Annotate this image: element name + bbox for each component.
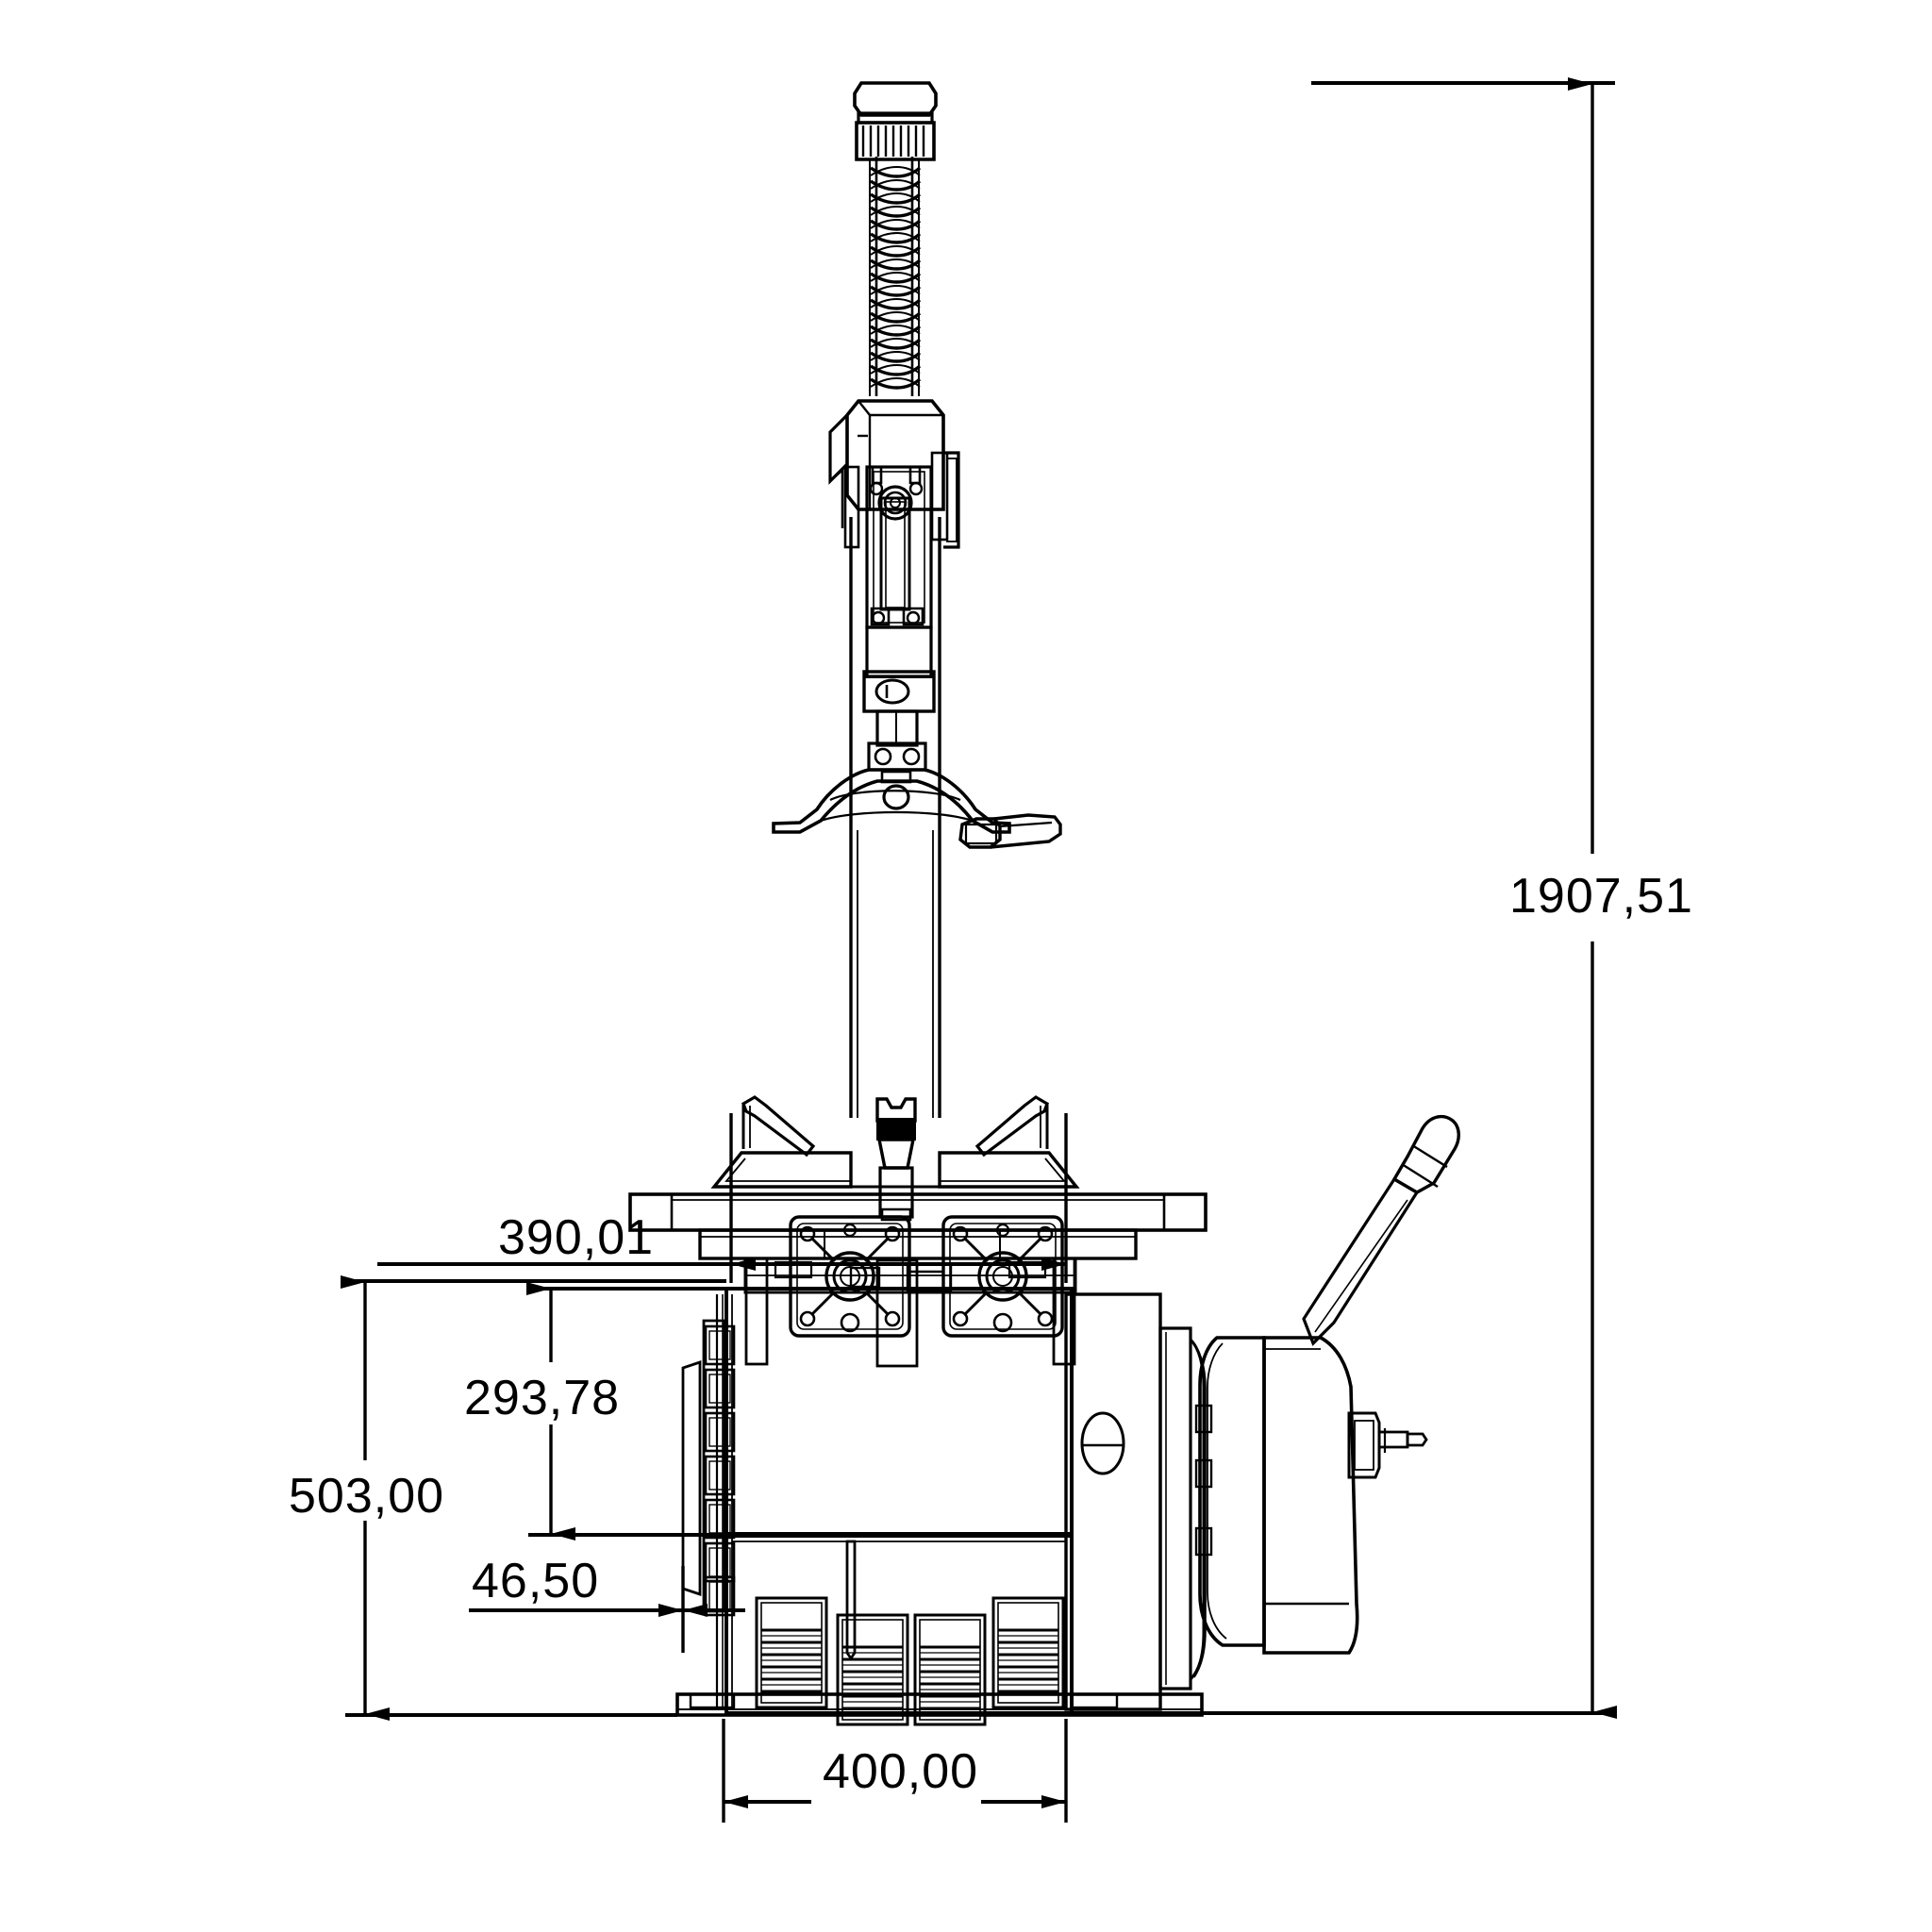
dimension-offset-left (469, 1566, 745, 1653)
side-panel-ribs (681, 1294, 736, 1709)
mount-head-bell (772, 768, 1062, 849)
dimension-value-body-height: 503,00 (289, 1469, 445, 1524)
dimension-cabinet-height (526, 1282, 745, 1541)
spring-cap (853, 81, 938, 161)
machine-outline (628, 81, 1460, 1726)
dimension-overall-height (1066, 77, 1617, 1719)
dimension-value-turntable-width: 390,01 (498, 1210, 655, 1265)
vent-grille (913, 1613, 987, 1726)
dimension-value-overall-height: 1907,51 (1509, 869, 1693, 924)
mount-head-arm (828, 399, 960, 772)
dimension-value-offset-left: 46,50 (472, 1554, 600, 1608)
base-plate (675, 1692, 1204, 1717)
dimension-annotations (341, 77, 1617, 1823)
vent-grille (755, 1596, 828, 1709)
cabinet-body (675, 1287, 1204, 1726)
dimension-turntable-width (377, 1113, 1068, 1283)
dimension-value-base-width: 400,00 (823, 1744, 979, 1799)
dimension-body-height (341, 1275, 726, 1721)
dimension-base-width (722, 1719, 1068, 1823)
gearbox-housing (1158, 1326, 1428, 1690)
bead-breaker-lever (1302, 1114, 1460, 1346)
coil-spring (869, 157, 922, 396)
dimension-value-cabinet-height: 293,78 (464, 1371, 621, 1425)
vertical-column (849, 517, 941, 1118)
vent-grille (991, 1596, 1065, 1709)
